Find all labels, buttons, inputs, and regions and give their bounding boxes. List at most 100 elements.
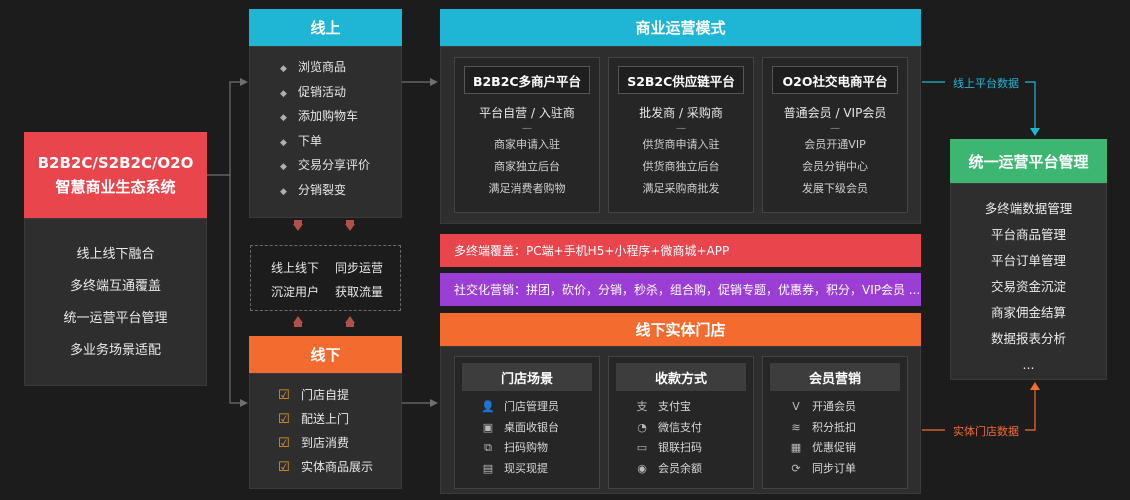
bag-icon: ▤ (482, 461, 494, 475)
store-item: ◔微信支付 (635, 418, 753, 439)
sync-icon: ⟳ (791, 461, 801, 475)
feature-item: 多业务场景适配 (69, 343, 161, 358)
checkbox-icon: ☑ (278, 436, 290, 451)
diamond-icon: ◆ (280, 186, 287, 197)
card-item: 商家申请入驻 (494, 138, 560, 151)
diamond-icon: ◆ (280, 162, 287, 172)
online-item: ◆下单 (280, 129, 401, 154)
o2o-card: O2O社交电商平台 普通会员 / VIP会员 — 会员开通VIP 会员分销中心 … (762, 57, 908, 213)
store-item: ▣桌面收银台 (481, 418, 599, 439)
platform-item: 平台商品管理 (990, 227, 1066, 242)
store-item: ▤现买现提 (481, 459, 599, 480)
card-item: 满足消费者购物 (488, 182, 566, 195)
sync-label: 线上线下 (271, 261, 320, 275)
payment-card: 收款方式 支支付宝 ◔微信支付 ▭银联扫码 ◉会员余额 (608, 356, 754, 489)
online-data-label: 线上平台数据 (953, 77, 1019, 90)
card-title: O2O社交电商平台 (772, 66, 898, 94)
diamond-icon: ◆ (280, 64, 287, 74)
card-title: 门店场景 (462, 363, 592, 391)
offline-stores-panel: 门店场景 👤门店管理员 ▣桌面收银台 ⧉扫码购物 ▤现买现提 收款方式 支支付宝… (440, 346, 921, 494)
ecosystem-title-line2: 智慧商业生态系统 (55, 178, 176, 196)
checkbox-icon: ☑ (278, 388, 290, 403)
platform-item: 数据报表分析 (990, 331, 1066, 346)
store-scene-card: 门店场景 👤门店管理员 ▣桌面收银台 ⧉扫码购物 ▤现买现提 (454, 356, 600, 489)
feature-item: 线上线下融合 (76, 247, 155, 262)
sync-label: 获取流量 (335, 285, 384, 299)
online-item: ◆促销活动 (280, 80, 401, 105)
person-icon: 👤 (481, 400, 495, 413)
card-title: B2B2C多商户平台 (464, 66, 590, 94)
diamond-icon: ◆ (280, 113, 287, 123)
platform-item: 商家佣金结算 (990, 305, 1066, 320)
card-item: 商家独立后台 (494, 160, 560, 173)
card-item: 满足采购商批发 (642, 182, 720, 195)
card-item: 供货商申请入驻 (642, 138, 720, 151)
store-item: 支支付宝 (635, 397, 753, 418)
card-item: 会员开通VIP (804, 138, 866, 151)
b2b2c-card: B2B2C多商户平台 平台自营 / 入驻商 — 商家申请入驻 商家独立后台 满足… (454, 57, 600, 213)
coins-icon: ≋ (791, 420, 801, 434)
ecosystem-title: B2B2C/S2B2C/O2O 智慧商业生态系统 (24, 132, 207, 218)
business-model-title: 商业运营模式 (440, 9, 921, 46)
store-item: ≋积分抵扣 (789, 418, 907, 439)
card-divider: — (522, 123, 532, 134)
online-offline-sync-box: 线上线下 同步运营 沉淀用户 获取流量 (250, 245, 401, 311)
store-item: ▭银联扫码 (635, 438, 753, 459)
card-subtitle: 普通会员 / VIP会员 (783, 106, 887, 120)
down-arrow-icon (293, 224, 303, 231)
unified-platform-title: 统一运营平台管理 (950, 139, 1107, 183)
card-divider: — (676, 123, 686, 134)
platform-item: 多终端数据管理 (984, 201, 1073, 216)
multi-terminal-bar: 多终端覆盖：PC端+手机H5+小程序+微商城+APP (440, 234, 921, 267)
card-item: 会员分销中心 (802, 160, 868, 173)
unified-platform-list: 多终端数据管理 平台商品管理 平台订单管理 交易资金沉淀 商家佣金结算 数据报表… (950, 183, 1107, 380)
checkbox-icon: ☑ (278, 460, 290, 475)
store-item: ⟳同步订单 (789, 459, 907, 480)
platform-item: 交易资金沉淀 (990, 279, 1066, 294)
store-item: 👤门店管理员 (481, 397, 599, 418)
social-marketing-bar: 社交化营销：拼团，砍价，分销，秒杀，组合购，促销专题，优惠券，积分，VIP会员 … (440, 273, 921, 306)
feature-item: 统一运营平台管理 (63, 311, 168, 326)
platform-item: 平台订单管理 (990, 253, 1066, 268)
business-model-panel: B2B2C多商户平台 平台自营 / 入驻商 — 商家申请入驻 商家独立后台 满足… (440, 46, 921, 224)
offline-item: ☑配送上门 (278, 407, 401, 431)
store-data-label: 实体门店数据 (953, 425, 1019, 438)
card-subtitle: 批发商 / 采购商 (639, 106, 723, 120)
bankcard-icon: ▭ (636, 441, 648, 454)
platform-item: ... (1022, 357, 1035, 372)
card-title: 收款方式 (616, 363, 746, 391)
offline-item: ☑实体商品展示 (278, 455, 401, 479)
store-item: ▦优惠促销 (789, 438, 907, 459)
alipay-icon: 支 (636, 400, 648, 413)
store-item: ◉会员余额 (635, 459, 753, 480)
diamond-icon: ◆ (280, 137, 287, 148)
card-item: 发展下级会员 (802, 182, 868, 195)
s2b2c-card: S2B2C供应链平台 批发商 / 采购商 — 供货商申请入驻 供货商独立后台 满… (608, 57, 754, 213)
diamond-icon: ◆ (280, 88, 287, 99)
offline-item: ☑到店消费 (278, 431, 401, 455)
card-divider: — (830, 123, 840, 134)
feature-item: 多终端互通覆盖 (69, 279, 161, 294)
offline-list: ☑门店自提 ☑配送上门 ☑到店消费 ☑实体商品展示 (249, 373, 402, 489)
offline-stores-title: 线下实体门店 (440, 313, 921, 346)
sync-label: 同步运营 (335, 261, 384, 275)
online-item: ◆交易分享评价 (280, 153, 401, 178)
vip-icon: V (792, 400, 800, 413)
scan-icon: ⧉ (484, 441, 492, 454)
card-subtitle: 平台自营 / 入驻商 (479, 106, 575, 120)
offline-title: 线下 (249, 336, 402, 373)
wechat-icon: ◔ (637, 420, 647, 434)
ecosystem-features: 线上线下融合 多终端互通覆盖 统一运营平台管理 多业务场景适配 (24, 218, 207, 386)
card-title: S2B2C供应链平台 (618, 66, 744, 94)
card-title: 会员营销 (770, 363, 900, 391)
online-title: 线上 (249, 9, 402, 46)
online-item: ◆浏览商品 (280, 55, 401, 80)
desktop-icon: ▣ (482, 420, 494, 434)
online-item: ◆分销裂变 (280, 178, 401, 203)
sync-label: 沉淀用户 (271, 285, 320, 299)
up-arrow-icon (293, 316, 303, 323)
card-item: 供货商独立后台 (642, 160, 720, 173)
